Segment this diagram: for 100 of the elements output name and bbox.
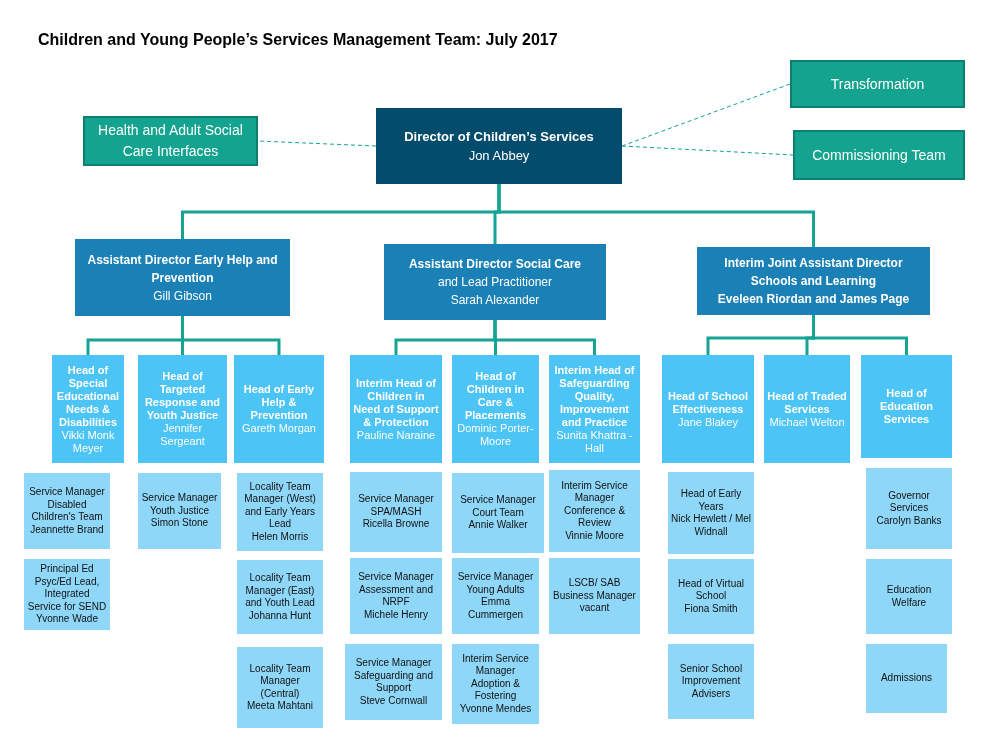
team-box [790,60,965,108]
manager-box [237,560,323,634]
assistant-director-box [75,239,290,316]
director-box [376,108,622,184]
person-name: Jeannette Brand [30,523,104,536]
person-name: Jon Abbey [468,147,530,165]
person-name: Service Manager Safeguarding and Support [353,657,434,695]
person-name: Vinnie Moore [565,529,624,543]
manager-box [668,644,754,719]
head-box [234,355,324,463]
role-title: Director of Children’s Services [404,127,594,146]
manager-box [138,473,221,549]
team-name: Health and Adult Social Care Interfaces [97,121,244,161]
head-box [764,355,850,463]
assistant-director-box [384,244,606,320]
person-name: Yvonne Mendes [459,702,532,716]
person-name: Senior School Improvement Advisers [678,662,744,701]
manager-box [452,473,544,553]
person-name: and Lead Practitioner [437,274,553,291]
person-name: Interim Service Manager Adoption & Fostering [461,652,530,703]
person-name: Principal Ed Psyc/Ed Lead, Integrated Service for SEND [27,563,107,614]
role-title: Head of Children in Care & Placements [463,370,528,422]
connector-line [181,316,281,355]
person-name: Nick Hewlett / Mel Widnall [671,513,751,538]
head-box [861,355,952,458]
manager-box [237,473,323,551]
manager-box [24,559,110,630]
person-name: Helen Morris [251,530,309,544]
person-name: Locality Team Manager (East) and Youth Lead [244,572,316,610]
person-name: Simon Stone [150,517,209,530]
head-box [662,355,754,463]
manager-box [237,647,323,728]
person-name: Emma Cummergen [467,596,524,621]
manager-box [452,644,539,724]
manager-box [350,558,442,634]
manager-box [549,558,640,634]
manager-box [345,644,442,720]
connector-line [257,140,377,147]
role-title: Head of Special Educational Needs & Disabilities [55,363,121,429]
person-name: Michele Henry [364,608,428,621]
role-title: Head of Education Services [878,387,935,426]
person-name: Gill Gibson [153,287,212,305]
manager-box [549,470,640,552]
head-box [452,355,539,463]
person-name: Interim Service Manager Conference & Review [560,479,629,530]
person-name: Johanna Hunt [248,609,312,622]
person-name: Locality Team Manager (Central) [248,662,312,700]
person-name: Jennifer Sergeant [159,422,206,448]
role-title: Interim Head of Safeguarding Quality, Improvement and Practice [553,363,636,429]
person-name: Steve Cornwall [359,694,428,707]
team-box [793,130,965,180]
connector-line [493,320,596,355]
manager-box [866,559,952,634]
head-box [138,355,227,463]
person-name: Service Manager Court Team [459,494,537,520]
person-name: Ricella Browne [362,518,430,531]
person-name: Vikki Monk Meyer [60,428,116,455]
manager-box [866,468,952,549]
person-name: Service Manager Assessment and NRPF [357,571,435,609]
team-name: Commissioning Team [812,145,946,165]
role-title: Assistant Director Early Help and Prevention [86,251,279,287]
person-name: Admissions [880,672,933,685]
connector-line [497,184,815,247]
team-name: Transformation [830,74,925,94]
person-name: Yvonne Wade [36,613,98,626]
chart-title: Children and Young People’s Services Management Team: July 2017 [38,30,558,50]
person-name: Michael Welton [769,415,845,429]
person-name: Sarah Alexander [450,292,540,309]
person-name: Meeta Mahtani [246,700,314,713]
person-name: Service Manager Youth Justice [141,492,218,518]
person-name: Locality Team Manager (West) and Early Years Lead [243,480,317,531]
role-title: Head of School Effectiveness [666,389,750,416]
person-name: Service Manager Disabled Children's Team [28,486,106,524]
manager-box [668,472,754,554]
person-name: Service Manager SPA/MASH [357,493,435,519]
person-name: vacant [579,602,610,615]
connector-line [621,83,791,147]
person-name: Sunita Khattra -Hall [555,428,634,455]
person-name: Pauline Naraine [356,428,436,442]
manager-box [866,644,947,713]
person-name: Gareth Morgan [242,422,316,435]
role-title: Head of Targeted Response and Youth Justice [143,370,222,422]
manager-box [350,472,442,552]
person-name: Jane Blakey [678,415,738,429]
manager-box [452,558,539,634]
manager-box [668,559,754,634]
person-name: Governor Services [887,489,931,515]
head-box [350,355,442,463]
head-box [549,355,640,463]
person-name: Education Welfare [885,584,933,609]
head-box [52,355,124,463]
person-name: Head of Virtual School [677,577,745,603]
role-title: Interim Joint Assistant Director Schools and Learning [723,255,904,290]
role-title: Eveleen Riordan and James Page [717,291,910,308]
role-title: Interim Head of Children in Need of Support & Protection [353,376,439,429]
person-name: Annie Walker [468,519,528,532]
person-name: Dominic Porter-Moore [456,422,535,448]
person-name: Head of Early Years [679,488,743,513]
role-title: Head of Early Help & Prevention [242,383,316,422]
person-name: Fiona Smith [684,602,738,616]
